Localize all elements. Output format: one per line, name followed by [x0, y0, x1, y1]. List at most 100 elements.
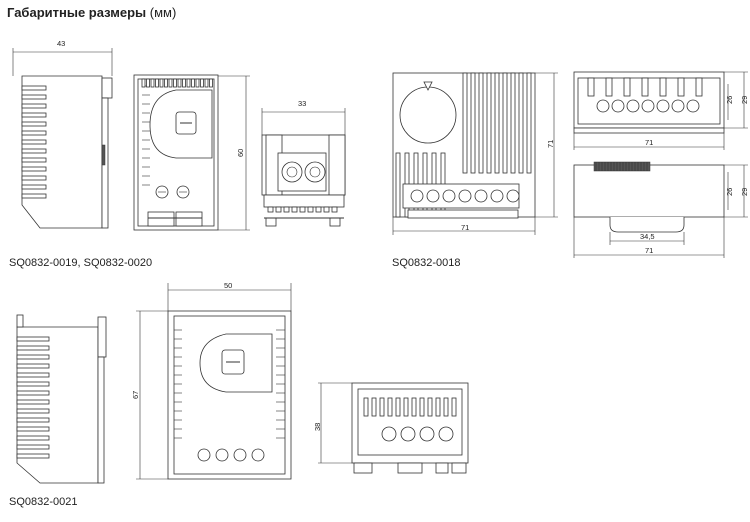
side-view-sq0019: [12, 48, 113, 229]
vent-slot: [451, 397, 457, 417]
vent-slot: [177, 78, 182, 88]
vent-slot: [21, 85, 47, 91]
vent-slot: [307, 206, 314, 213]
dim-34-5: 34,5: [640, 232, 655, 241]
side-view-sq0021: [16, 314, 107, 484]
vent-slot: [164, 78, 168, 88]
vent-slot: [486, 72, 492, 174]
terminal-screw: [641, 99, 655, 113]
vent-slot: [21, 130, 47, 136]
vent-slot: [419, 397, 425, 417]
vent-slot: [21, 166, 47, 172]
vent-slot: [141, 78, 146, 88]
vent-slot: [323, 206, 330, 213]
mounting-foot: [397, 462, 423, 474]
vent-slot: [16, 426, 50, 432]
vent-slot: [16, 408, 50, 414]
vent-slot: [21, 139, 47, 145]
caption-sq0832-0018: SQ0832-0018: [392, 257, 461, 269]
vent-slot: [427, 397, 433, 417]
mounting-foot: [353, 462, 373, 474]
vent-slot: [21, 193, 47, 199]
terminal-screw: [474, 189, 488, 203]
vent-slot: [209, 78, 213, 88]
caption-sq0832-0021: SQ0832-0021: [9, 496, 78, 508]
vent-slot: [195, 78, 200, 88]
vent-slot: [299, 206, 306, 213]
vent-slot: [16, 372, 50, 378]
vent-slot: [16, 354, 50, 360]
front-view-sq0021: [136, 283, 292, 480]
vent-slot: [443, 397, 449, 417]
dim-29-a: 29: [740, 96, 749, 104]
vent-slot: [267, 206, 274, 213]
vent-slot: [16, 435, 50, 441]
terminal-screw: [506, 189, 520, 203]
dim-60: 60: [236, 149, 245, 157]
bottom-view-sq0021: [318, 382, 469, 474]
title-bold: Габаритные размеры: [7, 5, 147, 20]
dim-43: 43: [57, 39, 65, 48]
terminal-screw: [410, 189, 424, 203]
terminal-screw: [490, 189, 504, 203]
vent-slot: [21, 94, 47, 100]
vent-slot: [168, 78, 173, 88]
vent-slot: [16, 345, 50, 351]
side-view-sq0018: [573, 161, 748, 258]
vent-slot: [21, 157, 47, 163]
vent-slot: [204, 78, 209, 88]
vent-slot: [395, 397, 401, 417]
vent-slot: [283, 206, 290, 213]
vent-slot: [150, 78, 155, 88]
dim-33: 33: [298, 99, 306, 108]
vent-slot: [159, 78, 164, 88]
terminal-screw: [671, 99, 685, 113]
dim-71-v: 71: [546, 140, 555, 148]
mounting-foot: [451, 462, 467, 474]
vent-slot: [275, 206, 282, 213]
vent-slot: [502, 72, 508, 174]
vent-slot: [16, 390, 50, 396]
vent-slot: [146, 78, 150, 88]
vent-slot: [291, 206, 298, 213]
vent-slot: [186, 78, 191, 88]
dim-38: 38: [313, 423, 322, 431]
title-unit: (мм): [149, 5, 177, 20]
mounting-foot: [435, 462, 449, 474]
vent-slot: [16, 363, 50, 369]
vent-slot: [462, 72, 468, 174]
vent-slot: [526, 72, 532, 174]
vent-slot: [16, 453, 50, 459]
vent-slot: [478, 72, 484, 174]
vent-slot: [16, 336, 50, 342]
vent-slot: [21, 148, 47, 154]
vent-slot: [21, 112, 47, 118]
vent-slot: [363, 397, 369, 417]
terminal-screw: [686, 99, 700, 113]
vent-slot: [435, 397, 441, 417]
vent-slot: [155, 78, 159, 88]
vent-slot: [641, 77, 649, 97]
dim-71-h1: 71: [461, 223, 469, 232]
terminal-screw: [442, 189, 456, 203]
top-view-sq0018: [573, 71, 748, 150]
vent-slot: [21, 184, 47, 190]
dim-26-a: 26: [725, 96, 734, 104]
vent-slot: [16, 444, 50, 450]
vent-slot: [16, 381, 50, 387]
terminal-screw: [611, 99, 625, 113]
terminal-screw: [626, 99, 640, 113]
vent-slot: [331, 206, 338, 213]
vent-slot: [659, 77, 667, 97]
vent-slot: [395, 152, 401, 218]
front-view-sq0018: [392, 72, 558, 235]
vent-slot: [677, 77, 685, 97]
vent-slot: [182, 78, 186, 88]
dim-29-b: 29: [740, 188, 749, 196]
vent-slot: [21, 103, 47, 109]
vent-slot: [403, 397, 409, 417]
terminal-screw: [426, 189, 440, 203]
front-view-sq0019: [133, 74, 250, 231]
vent-slot: [379, 397, 385, 417]
